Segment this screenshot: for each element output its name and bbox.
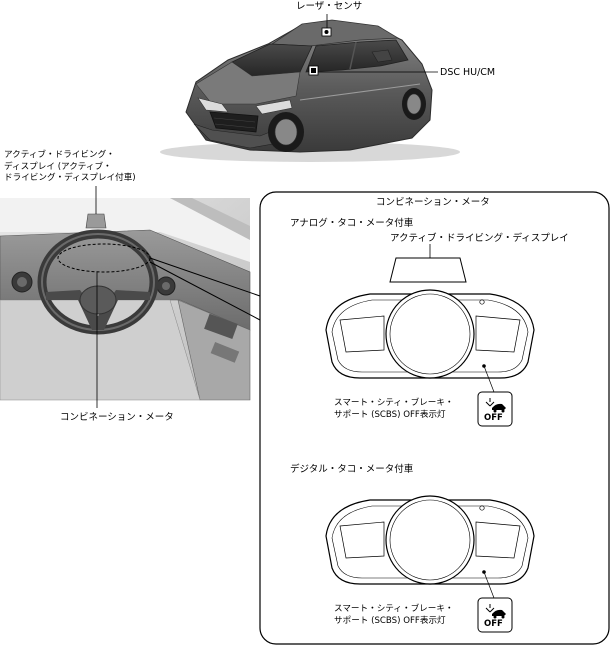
digital-heading: デジタル・タコ・メータ付車 — [290, 464, 414, 475]
scbs-label-2-line-2: サポート (SCBS) OFF表示灯 — [334, 615, 446, 626]
scbs-label-1: スマート・シティ・ブレーキ・ サポート (SCBS) OFF表示灯 — [334, 398, 454, 421]
scbs-off-text-2: OFF — [484, 619, 503, 629]
active-display-line-3: ドライビング・ディスプレイ付車) — [4, 173, 136, 183]
analog-cluster — [325, 244, 535, 393]
combination-meter-label: コンビネーション・メータ — [60, 412, 174, 423]
active-display-heading: アクティブ・ドライビング・ディスプレイ — [390, 233, 569, 244]
panel-title: コンビネーション・メータ — [376, 197, 490, 208]
scbs-off-icon-1 — [477, 391, 513, 427]
interior-illustration — [0, 186, 251, 408]
scbs-label-1-line-2: サポート (SCBS) OFF表示灯 — [334, 409, 446, 420]
analog-heading: アナログ・タコ・メータ付車 — [290, 218, 414, 229]
active-display-label: アクティブ・ドライビング・ ディスプレイ (アクティブ・ ドライビング・ディスプ… — [4, 150, 136, 185]
car-illustration — [160, 14, 460, 162]
scbs-off-text-1: OFF — [484, 413, 503, 423]
dsc-hu-cm-label: DSC HU/CM — [440, 67, 496, 78]
scbs-label-1-line-1: スマート・シティ・ブレーキ・ — [334, 398, 454, 408]
active-display-line-2: ディスプレイ (アクティブ・ — [4, 161, 112, 172]
active-display-line-1: アクティブ・ドライビング・ — [4, 150, 115, 160]
digital-cluster — [325, 495, 535, 599]
scbs-label-2-line-1: スマート・シティ・ブレーキ・ — [334, 604, 454, 614]
laser-sensor-label: レーザ・センサ — [296, 1, 363, 12]
scbs-label-2: スマート・シティ・ブレーキ・ サポート (SCBS) OFF表示灯 — [334, 604, 454, 627]
scbs-off-icon-2 — [477, 597, 513, 633]
